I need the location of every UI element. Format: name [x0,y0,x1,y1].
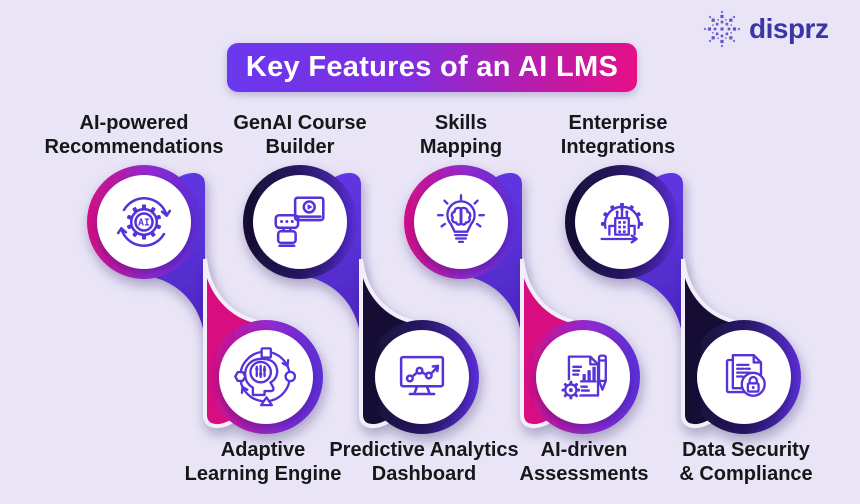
brain-bulb-icon [437,194,485,244]
disprz-starburst-icon [703,10,741,48]
brand-name: disprz [749,13,829,44]
page-title: Key Features of an AI LMS [245,51,619,83]
monitor-trend-icon [399,355,445,396]
document-chart-gear-icon [560,354,607,401]
page-title-banner: Key Features of an AI LMS [227,43,637,92]
document-lock-icon [725,353,766,397]
brand-logo: disprz [700,7,829,51]
robot-video-icon [274,196,325,248]
ai-gear-cycle-icon: AI [116,197,172,247]
head-circuit-icon [234,347,297,407]
gear-building-icon [600,202,644,244]
feature-label-data-security-compliance: Data Security& Compliance [679,439,813,485]
svg-text:AI: AI [138,218,150,229]
